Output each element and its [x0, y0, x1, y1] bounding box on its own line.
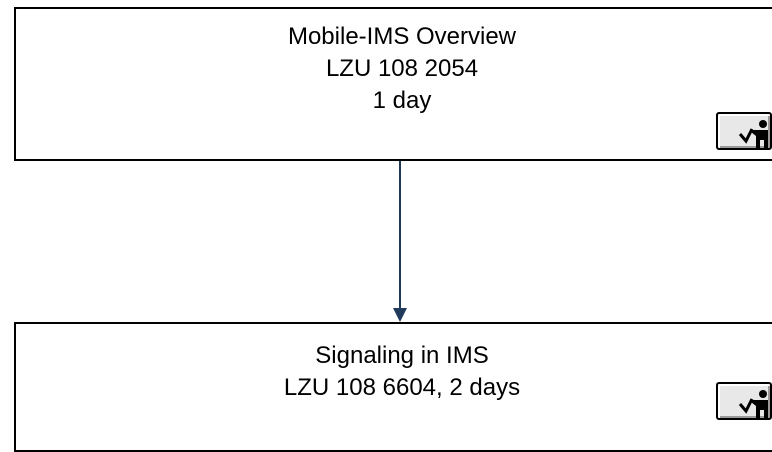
- presenter-button[interactable]: [716, 112, 772, 150]
- course-title: Signaling in IMS: [315, 342, 489, 369]
- presenter-button[interactable]: [716, 382, 772, 420]
- presenter-icon: [738, 120, 768, 148]
- course-title: Mobile-IMS Overview: [287, 23, 517, 50]
- course-box-text: Mobile-IMS Overview LZU 108 2054 1 day: [2, 21, 772, 117]
- course-box-text: Signaling in IMS LZU 108 6604, 2 days: [2, 340, 772, 404]
- arrowhead-icon: [393, 308, 407, 322]
- connector-arrow: [393, 161, 407, 322]
- presenter-icon: [738, 390, 768, 418]
- course-duration: 1 day: [372, 87, 432, 114]
- course-code-duration: LZU 108 6604, 2 days: [283, 374, 521, 401]
- course-code: LZU 108 2054: [325, 55, 479, 82]
- course-box-signaling-in-ims[interactable]: Signaling in IMS LZU 108 6604, 2 days: [14, 322, 772, 452]
- course-box-mobile-ims-overview[interactable]: Mobile-IMS Overview LZU 108 2054 1 day: [14, 7, 772, 161]
